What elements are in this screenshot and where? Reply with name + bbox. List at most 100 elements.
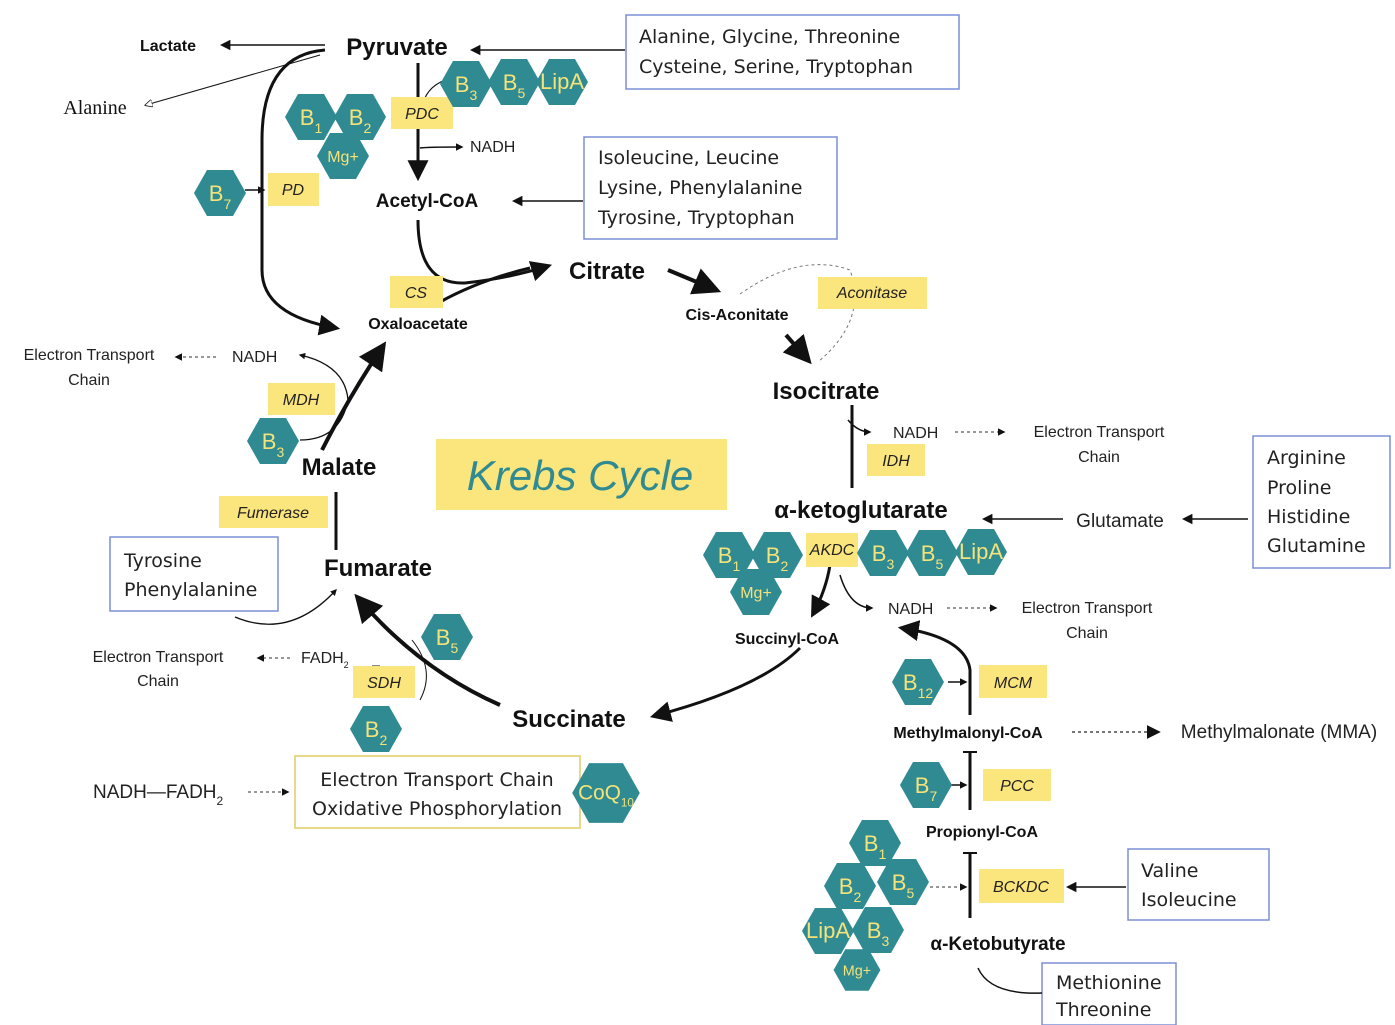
etc-box-line-2: Oxidative Phosphorylation (312, 798, 562, 820)
nadh-akdc: NADH (888, 601, 933, 618)
cofactor-lipa-hexagon: LipA (536, 59, 588, 105)
succinate-label: Succinate (512, 706, 625, 733)
enzyme-fumerase: Fumerase (237, 505, 309, 522)
cofactor-b2-akdc-hexagon: B2 (751, 532, 803, 578)
svg-text:B2: B2 (839, 874, 862, 905)
enzyme-pdc: PDC (405, 106, 439, 123)
glutamate-source-line-1: Arginine (1267, 447, 1346, 469)
svg-text:B3: B3 (872, 541, 895, 572)
cofactor-b7-hexagon: B7 (194, 170, 246, 216)
svg-text:B12: B12 (903, 670, 933, 701)
svg-text:Mg+: Mg+ (327, 149, 359, 166)
cofactor-b1-akdc-hexagon: B1 (703, 532, 755, 578)
glutamate-source-line-2: Proline (1267, 477, 1331, 499)
svg-text:B5: B5 (921, 541, 944, 572)
svg-text:B3: B3 (262, 429, 285, 460)
enzyme-pd: PD (282, 182, 305, 199)
svg-text:B2: B2 (766, 543, 789, 574)
ketobutyrate-source-line-1: Methionine (1056, 972, 1162, 994)
svg-text:B2: B2 (349, 105, 372, 136)
cofactor-mg-hexagon: Mg+ (317, 133, 369, 179)
etc-idh-line-2: Chain (1078, 449, 1120, 466)
pyruvate-sources-box: Alanine, Glycine, Threonine Cysteine, Se… (625, 14, 960, 90)
succinyl-coa-label: Succinyl-CoA (735, 631, 839, 648)
glutamate-label: Glutamate (1076, 511, 1164, 532)
svg-text:B7: B7 (209, 181, 232, 212)
svg-text:B1: B1 (718, 543, 741, 574)
diagram-title: Krebs Cycle (467, 452, 693, 499)
enzyme-mdh: MDH (283, 392, 320, 409)
etc-akdc-line-2: Chain (1066, 625, 1108, 642)
cofactor-coq10-hexagon: CoQ10 (572, 763, 640, 823)
etc-mdh-line-2: Chain (68, 372, 110, 389)
enzyme-pcc: PCC (1000, 778, 1034, 795)
etc-idh-line-1: Electron Transport (1034, 424, 1165, 441)
malate-label: Malate (302, 454, 377, 481)
enzyme-bckdc: BCKDC (993, 879, 1049, 896)
bckdc-sources-box: Valine Isoleucine (1127, 848, 1270, 921)
enzyme-sdh: SDH (367, 675, 401, 692)
nadh-mdh: NADH (232, 349, 277, 366)
nadh-idh: NADH (893, 425, 938, 442)
fumarate-source-line-2: Phenylalanine (124, 579, 257, 601)
acetyl-sources-box: Isoleucine, Leucine Lysine, Phenylalanin… (583, 136, 838, 240)
cis-aconitate-label: Cis-Aconitate (685, 307, 788, 324)
svg-text:Mg+: Mg+ (843, 963, 871, 979)
svg-text:B1: B1 (864, 831, 887, 862)
lactate-label: Lactate (140, 38, 196, 55)
alpha-ketoglutarate-label: α-ketoglutarate (774, 497, 947, 524)
cofactor-b3-hexagon: B3 (440, 61, 492, 107)
isocitrate-label: Isocitrate (773, 378, 880, 405)
alpha-ketobutyrate-label: α-Ketobutyrate (930, 934, 1065, 955)
svg-text:B3: B3 (867, 918, 890, 949)
cofactor-b1-bckdc-hexagon: B1 (849, 820, 901, 866)
cofactor-b5-sdh-hexagon: B5 (421, 614, 473, 660)
enzyme-aconitase: Aconitase (836, 285, 907, 302)
ketobutyrate-source-line-2: Threonine (1055, 999, 1151, 1021)
svg-text:B2: B2 (365, 717, 388, 748)
glutamate-sources-box: Arginine Proline Histidine Glutamine (1252, 435, 1391, 569)
enzyme-akdc: AKDC (809, 542, 855, 559)
cofactor-mg-akdc-hexagon: Mg+ (730, 569, 782, 615)
etc-oxphos-box: Electron Transport Chain Oxidative Phosp… (294, 755, 581, 829)
enzyme-mcm: MCM (994, 675, 1033, 692)
nadh-pdc: NADH (470, 139, 515, 156)
etc-sdh-line-1: Electron Transport (93, 649, 224, 666)
etc-akdc-line-1: Electron Transport (1022, 600, 1153, 617)
fumarate-label: Fumarate (324, 555, 432, 582)
svg-text:LipA: LipA (806, 918, 850, 943)
svg-text:LipA: LipA (540, 69, 584, 94)
cofactor-b3-mdh-hexagon: B3 (247, 418, 299, 464)
cofactor-mg-bckdc-hexagon: Mg+ (833, 949, 881, 991)
etc-mdh-line-1: Electron Transport (24, 347, 155, 364)
etc-sdh-line-2: Chain (137, 673, 179, 690)
acetyl-source-line-2: Lysine, Phenylalanine (598, 177, 802, 199)
pyruvate-label: Pyruvate (346, 34, 447, 61)
svg-text:CoQ10: CoQ10 (578, 782, 634, 810)
svg-text:Mg+: Mg+ (740, 585, 772, 602)
cofactor-b7-pcc-hexagon: B7 (900, 762, 952, 808)
methylmalonyl-coa-label: Methylmalonyl-CoA (893, 725, 1043, 742)
svg-text:B5: B5 (436, 625, 459, 656)
cofactor-b3-akdc-hexagon: B3 (857, 530, 909, 576)
cofactor-b1-hexagon: B1 (285, 94, 337, 140)
svg-text:LipA: LipA (959, 539, 1003, 564)
svg-text:B7: B7 (915, 773, 938, 804)
svg-text:B1: B1 (300, 105, 323, 136)
acetyl-source-line-3: Tyrosine, Tryptophan (597, 207, 795, 229)
cofactor-b2-bckdc-hexagon: B2 (824, 863, 876, 909)
cofactor-lipa-akdc-hexagon: LipA (955, 529, 1007, 575)
glutamate-source-line-3: Histidine (1267, 506, 1350, 528)
svg-text:B5: B5 (503, 70, 526, 101)
acetyl-coa-label: Acetyl-CoA (376, 191, 479, 212)
pyruvate-source-line-2: Cysteine, Serine, Tryptophan (639, 56, 913, 78)
glutamate-source-line-4: Glutamine (1267, 535, 1366, 557)
enzyme-boxes: PDC PD CS Aconitase IDH AKDC MDH Fumeras… (219, 97, 1064, 903)
citrate-label: Citrate (569, 258, 645, 285)
ketobutyrate-sources-box: Methionine Threonine (1041, 962, 1177, 1025)
cofactor-b5-akdc-hexagon: B5 (906, 530, 958, 576)
enzyme-cs: CS (405, 285, 428, 302)
etc-box-line-1: Electron Transport Chain (320, 769, 553, 791)
propionyl-coa-label: Propionyl-CoA (926, 824, 1038, 841)
